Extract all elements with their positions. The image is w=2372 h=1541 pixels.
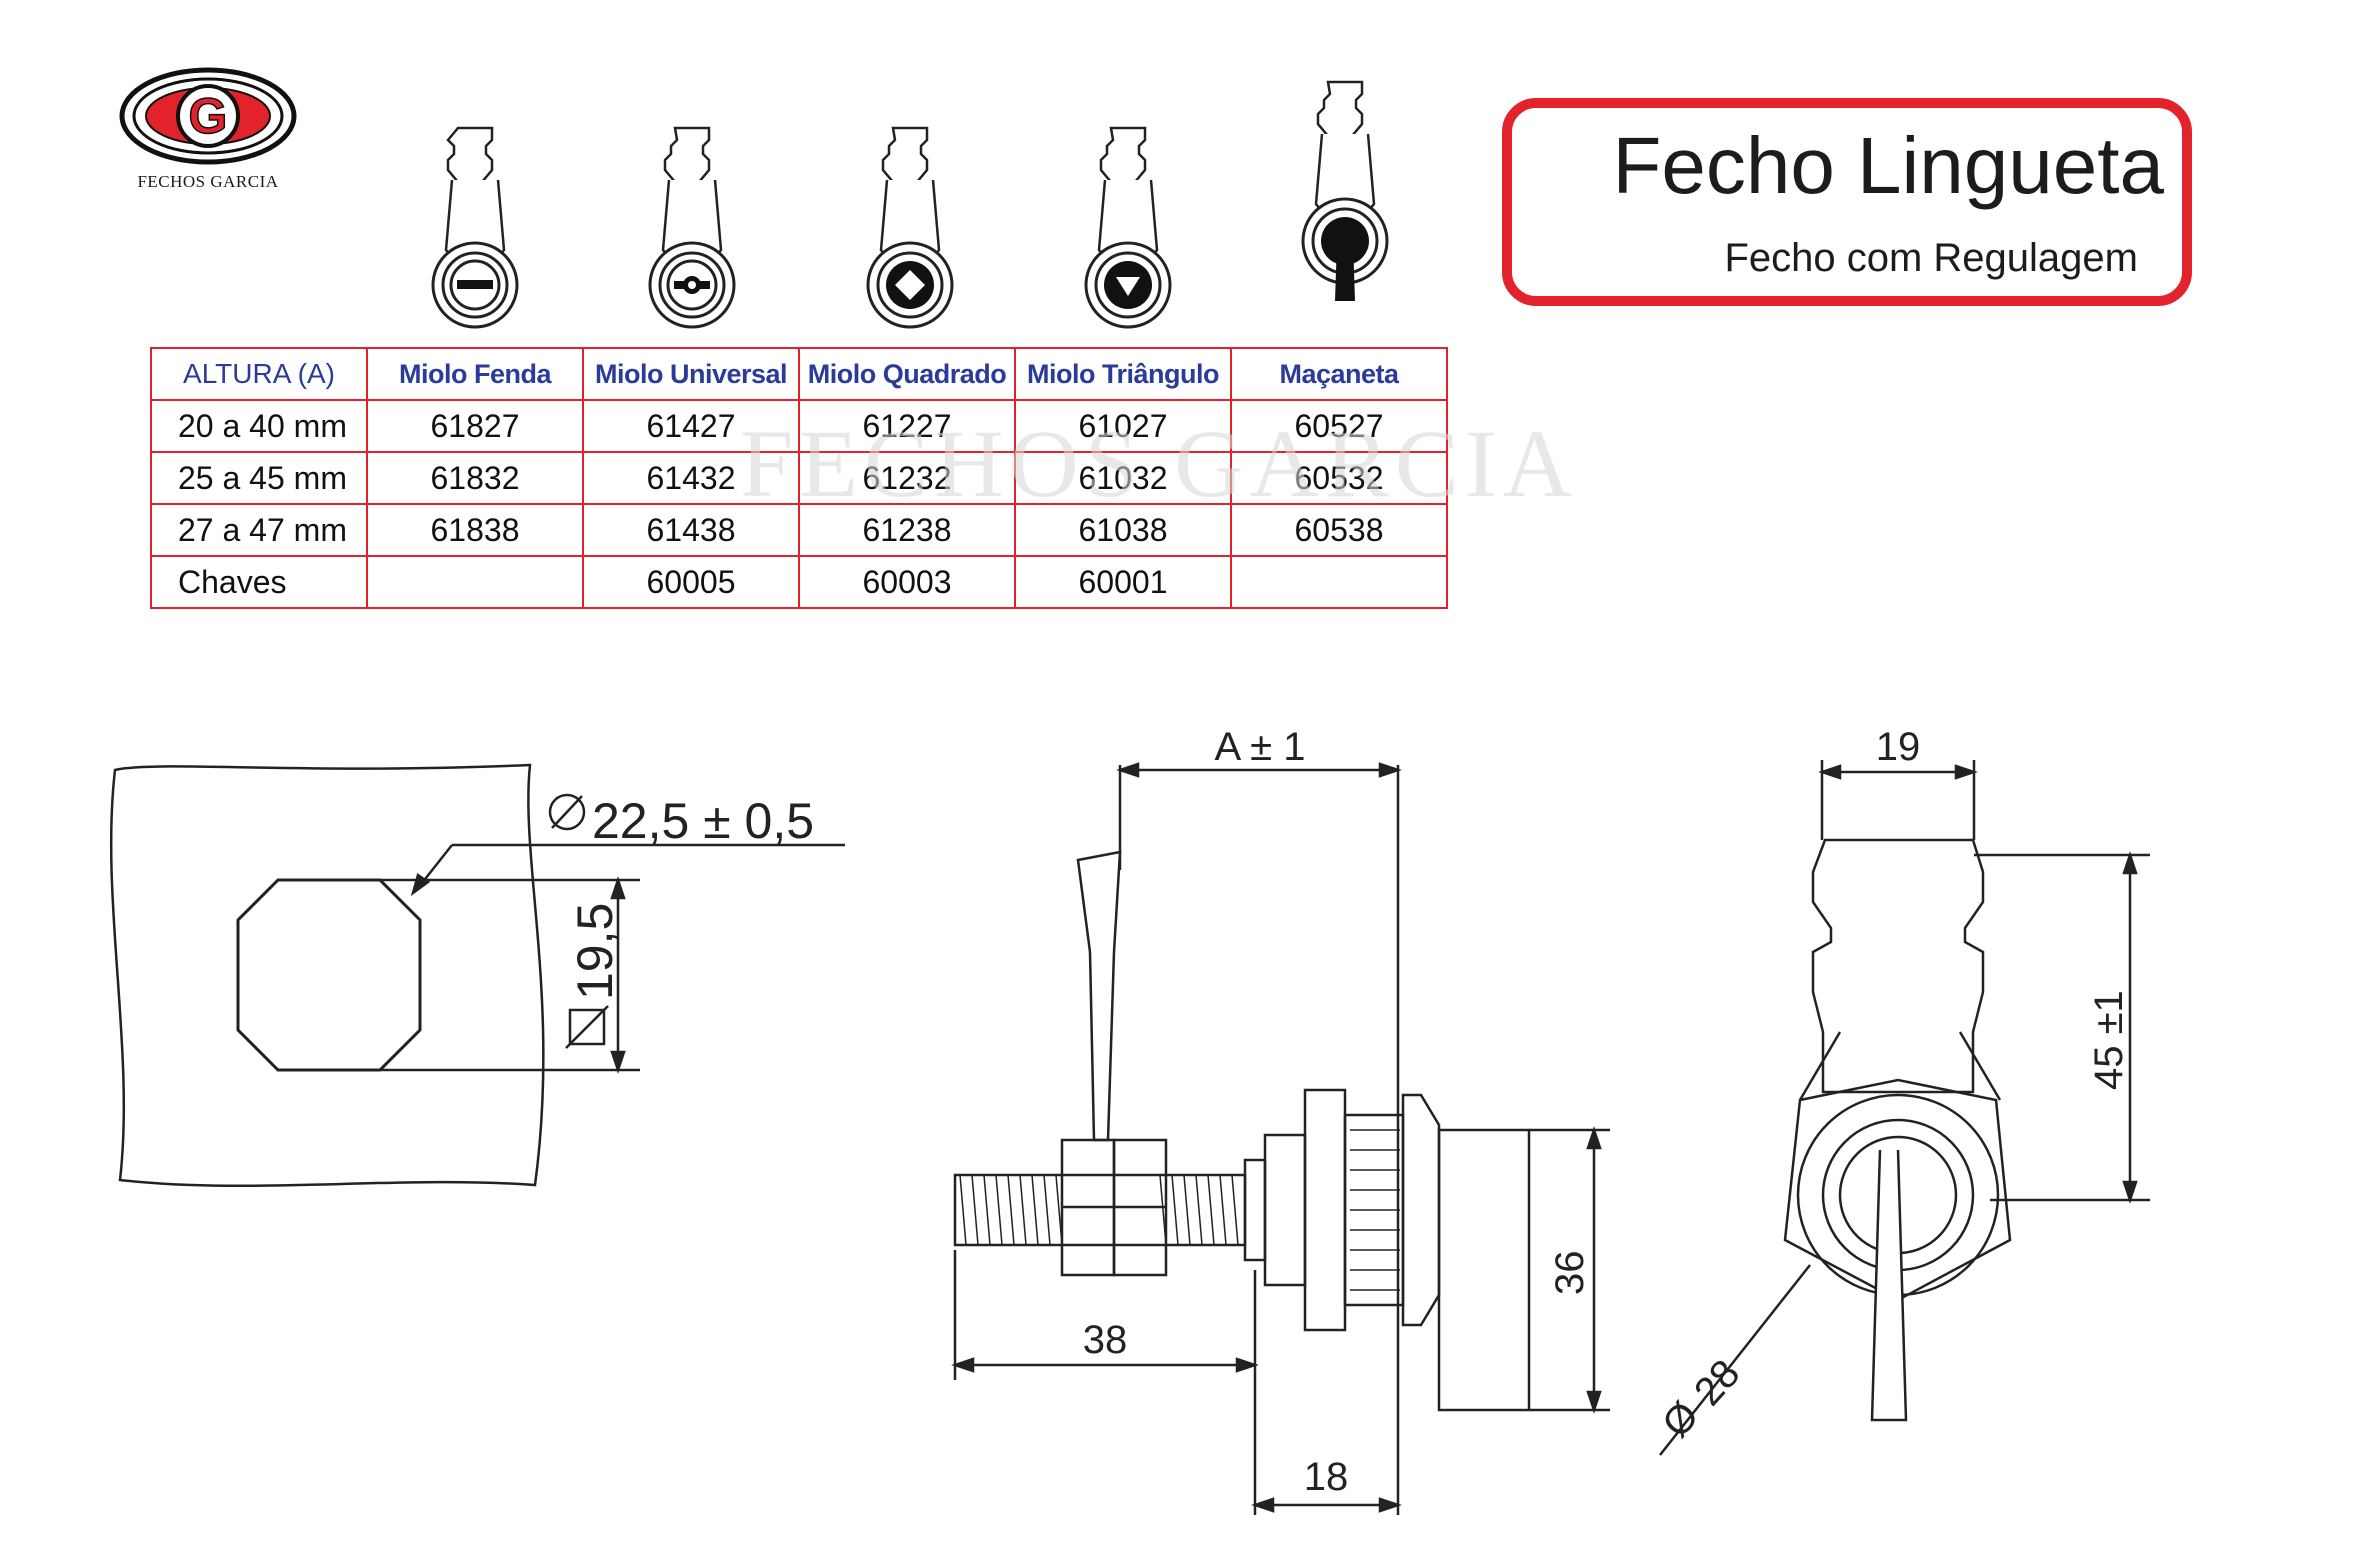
table-cell: Chaves xyxy=(150,555,368,609)
dim-tongue-width: 19 xyxy=(1876,725,1921,769)
universal-cylinder-icon xyxy=(648,126,736,329)
square-cylinder-icon xyxy=(866,126,954,329)
page-subtitle: Fecho com Regulagem xyxy=(1724,236,2138,280)
table-cell: 25 a 45 mm xyxy=(150,451,368,505)
table-row: Chaves 60005 60003 60001 xyxy=(150,555,1448,609)
table-cell: 60005 xyxy=(582,555,800,609)
table-cell: 61227 xyxy=(798,399,1016,453)
table-cell: 61027 xyxy=(1014,399,1232,453)
header-height: ALTURA (A) xyxy=(150,347,368,401)
front-view-drawing: 19 45 ±1 Ø 28 xyxy=(1654,725,2150,1456)
handle-icon xyxy=(1301,80,1389,301)
table-cell: 27 a 47 mm xyxy=(150,503,368,557)
table-cell: 61238 xyxy=(798,503,1016,557)
table-cell: 61232 xyxy=(798,451,1016,505)
dim-thread-length: 38 xyxy=(1083,1318,1128,1362)
table-cell xyxy=(1230,555,1448,609)
table-cell: 61038 xyxy=(1014,503,1232,557)
header-handle: Maçaneta xyxy=(1230,347,1448,401)
table-cell: 60538 xyxy=(1230,503,1448,557)
dim-tongue-height: 36 xyxy=(1548,1251,1592,1296)
header-universal: Miolo Universal xyxy=(582,347,800,401)
dim-nut-diameter: 28 xyxy=(1686,1352,1748,1415)
table-header-row: ALTURA (A) Miolo Fenda Miolo Universal M… xyxy=(150,347,1448,401)
table-cell: 61432 xyxy=(582,451,800,505)
header-slot: Miolo Fenda xyxy=(366,347,584,401)
header-square: Miolo Quadrado xyxy=(798,347,1016,401)
watermark: FECHOS GARCIA xyxy=(740,410,1579,517)
side-view-drawing: A ± 1 36 38 18 xyxy=(951,725,1610,1515)
logo-letter: G xyxy=(189,88,228,144)
table-cell: 20 a 40 mm xyxy=(150,399,368,453)
table-cell: 60003 xyxy=(798,555,1016,609)
table-cell: 60532 xyxy=(1230,451,1448,505)
header-triangle: Miolo Triângulo xyxy=(1014,347,1232,401)
brand-name: FECHOS GARCIA xyxy=(137,172,279,191)
table-cell xyxy=(366,555,584,609)
table-cell: 61438 xyxy=(582,503,800,557)
dim-cutout-flat: 19,5 xyxy=(567,903,623,1000)
dim-body-width: 18 xyxy=(1304,1455,1349,1499)
part-number-table: ALTURA (A) Miolo Fenda Miolo Universal M… xyxy=(150,347,1448,609)
table-cell: 61427 xyxy=(582,399,800,453)
table-cell: 61827 xyxy=(366,399,584,453)
slot-cylinder-icon xyxy=(431,126,519,329)
triangle-cylinder-icon xyxy=(1084,126,1172,329)
table-cell: 61832 xyxy=(366,451,584,505)
dim-nut-diameter-symbol: Ø xyxy=(1654,1393,1708,1446)
brand-logo: G xyxy=(119,67,297,165)
table-cell: 60527 xyxy=(1230,399,1448,453)
title-box: Fecho Lingueta Fecho com Regulagem xyxy=(1502,98,2192,306)
table-row: 27 a 47 mm 61838 61438 61238 61038 60538 xyxy=(150,503,1448,557)
dim-length: A ± 1 xyxy=(1215,725,1306,769)
table-row: 25 a 45 mm 61832 61432 61232 61032 60532 xyxy=(150,451,1448,505)
panel-cutout-drawing: 22,5 ± 0,5 19,5 xyxy=(109,763,845,1188)
page-title: Fecho Lingueta xyxy=(1612,121,2164,210)
dim-cutout-diameter: 22,5 ± 0,5 xyxy=(592,793,814,849)
table-cell: 61032 xyxy=(1014,451,1232,505)
table-cell: 60001 xyxy=(1014,555,1232,609)
table-row: 20 a 40 mm 61827 61427 61227 61027 60527 xyxy=(150,399,1448,453)
dim-tongue-length: 45 ±1 xyxy=(2087,990,2131,1090)
table-cell: 61838 xyxy=(366,503,584,557)
